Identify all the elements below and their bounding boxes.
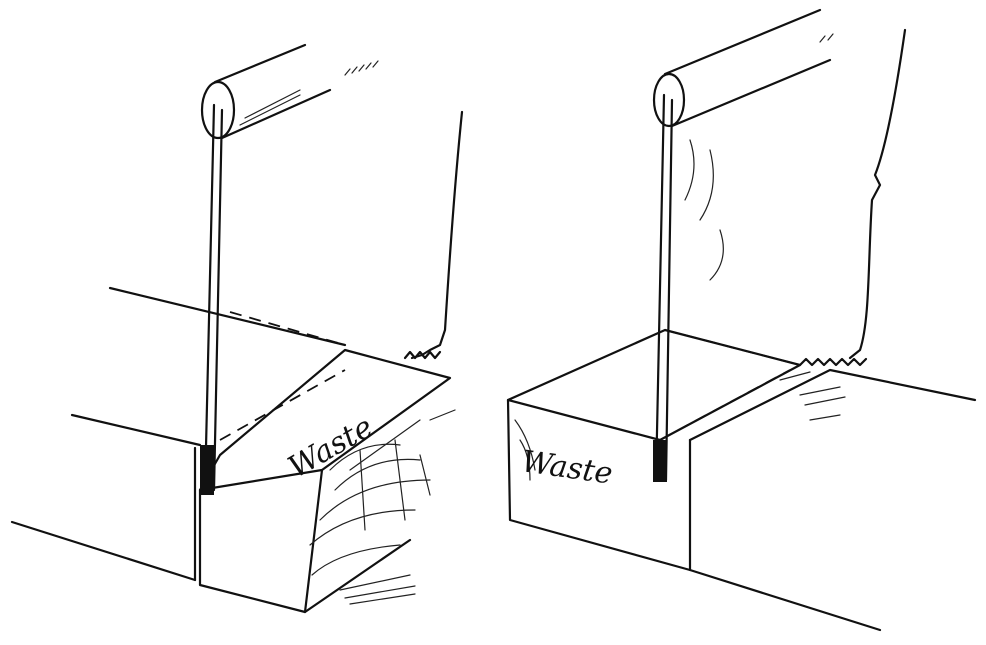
right-kerf <box>653 440 667 482</box>
left-saw-back <box>410 110 464 360</box>
left-panel: Waste <box>10 43 464 614</box>
right-saw-blade <box>654 93 674 482</box>
left-kerf <box>200 445 214 495</box>
right-saw-shading <box>684 139 724 281</box>
right-board: Waste <box>506 328 977 632</box>
right-panel: Waste <box>506 8 977 632</box>
right-saw-teeth <box>798 357 868 367</box>
left-waste-label: Waste <box>283 409 380 485</box>
left-board: Waste <box>10 286 456 614</box>
left-saw-blade <box>203 103 224 492</box>
right-waste-label: Waste <box>519 444 614 491</box>
left-saw-teeth <box>403 350 442 360</box>
left-saw-handle <box>200 43 379 140</box>
right-saw-handle <box>652 8 834 128</box>
right-saw-back <box>848 28 907 360</box>
